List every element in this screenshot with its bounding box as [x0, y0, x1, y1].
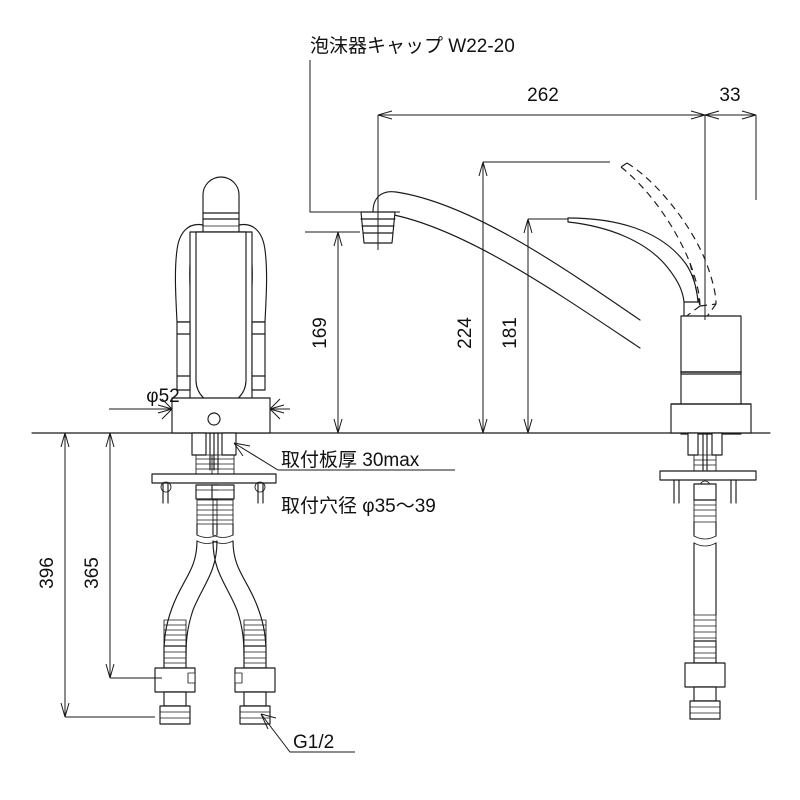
dimension-handle-clearance: 33 — [705, 85, 757, 200]
dimension-label-phi52: φ52 — [146, 386, 179, 407]
dimension-label-396: 396 — [37, 557, 58, 589]
hose-braid-lower-right — [243, 619, 267, 647]
side-hose-braid-lower — [693, 614, 717, 642]
side-lever-handle — [567, 217, 701, 319]
hose-ferrule-right — [243, 645, 267, 669]
hose-braid-upper-right — [212, 499, 234, 525]
dimension-deck-diameter: φ52 — [109, 386, 290, 420]
dimension-label-262: 262 — [527, 85, 559, 106]
hose-union-nut-right — [234, 667, 276, 725]
side-hose-braid-upper — [693, 499, 717, 523]
dimension-label-365: 365 — [82, 557, 103, 589]
side-elevation-view — [360, 162, 757, 720]
dimension-label-181: 181 — [500, 317, 521, 349]
hose-union-nut-left — [154, 667, 196, 725]
front-body-column — [176, 231, 266, 406]
annotation-hole-diameter: 取付穴径 φ35〜39 — [281, 495, 436, 517]
side-body-column — [670, 315, 752, 435]
annotation-plate-thickness: 取付板厚 30max — [233, 442, 455, 471]
annotation-inlet-thread: G1/2 — [260, 713, 355, 753]
hose-ferrule-left — [163, 645, 187, 669]
side-mounting-hardware — [659, 432, 757, 523]
side-supply-hose — [684, 521, 726, 720]
side-lever-handle-open-phantom — [620, 162, 717, 319]
annotation-label-inlet-thread: G1/2 — [293, 732, 334, 753]
front-deck-plate — [171, 397, 271, 434]
annotation-label-aerator-cap: 泡沫器キャップ W22-20 — [310, 35, 515, 57]
dimension-handle-height: 181 — [500, 218, 568, 434]
annotation-aerator-cap: 泡沫器キャップ W22-20 — [309, 35, 515, 213]
front-supply-hoses — [154, 499, 276, 725]
front-elevation-view — [151, 176, 277, 725]
dimension-hose-length: 365 — [82, 432, 162, 679]
dimension-label-169: 169 — [310, 317, 331, 349]
dimension-label-224: 224 — [455, 317, 476, 349]
annotation-label-plate-thickness: 取付板厚 30max — [281, 449, 420, 471]
dimension-label-33: 33 — [719, 85, 740, 106]
front-mounting-hardware — [151, 432, 277, 504]
dimension-spout-outlet-height: 169 — [305, 231, 360, 434]
dimension-spout-reach: 262 — [377, 85, 720, 320]
dimension-hose-total-length: 396 — [37, 432, 155, 718]
annotation-label-hole-diameter: 取付穴径 φ35〜39 — [281, 495, 436, 517]
dimension-spout-top-height: 224 — [455, 161, 610, 434]
side-hose-union-nut — [684, 662, 726, 720]
side-hose-ferrule — [693, 640, 717, 664]
